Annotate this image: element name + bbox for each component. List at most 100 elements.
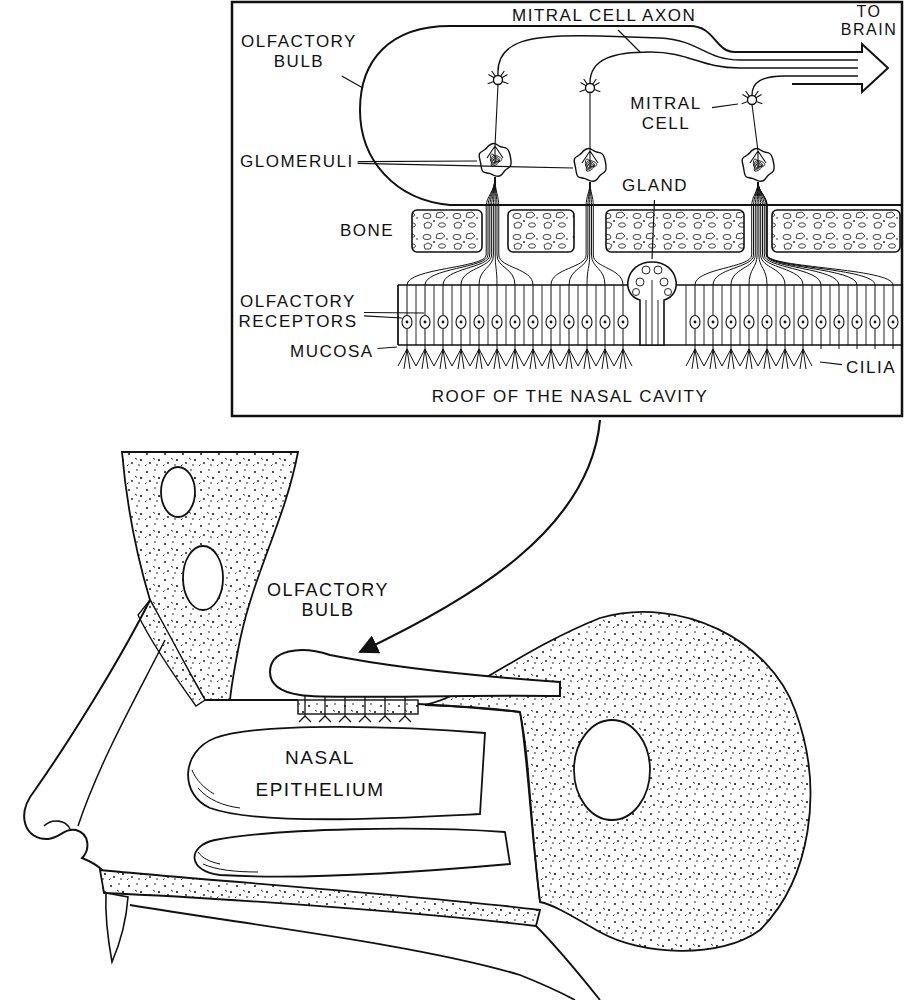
receptor-nucleus xyxy=(762,316,772,329)
receptor-dendrite xyxy=(488,329,506,369)
mitral-soma xyxy=(748,96,757,105)
glomerulus-tangle xyxy=(585,159,597,171)
leader-line xyxy=(820,362,842,365)
pharynx-outline xyxy=(536,926,600,1000)
cavity-roof xyxy=(418,704,520,712)
hard-palate xyxy=(100,870,540,926)
support-cell-wall xyxy=(884,285,885,345)
support-cell-wall xyxy=(488,285,489,345)
receptor-nucleus xyxy=(600,316,610,329)
receptor-dendrite xyxy=(614,329,632,369)
olfactory-nerves xyxy=(299,696,411,722)
receptor-axon xyxy=(731,182,758,315)
bulb-outline xyxy=(360,26,902,205)
receptor-nucleus xyxy=(708,316,718,329)
receptor-nucleus xyxy=(474,316,484,329)
mitral-axon xyxy=(590,52,858,83)
leader-line xyxy=(618,30,640,52)
receptor-dendrite xyxy=(578,329,596,369)
support-cell-wall xyxy=(794,285,795,345)
cribriform-plate xyxy=(298,700,418,714)
glomerulus-tangle xyxy=(490,154,502,166)
zoom-arrow xyxy=(360,420,600,652)
nose-profile xyxy=(24,600,150,893)
support-cell-wall xyxy=(614,285,615,345)
region-label: NASAL EPITHELIUM xyxy=(250,742,390,806)
support-cell-wall xyxy=(524,285,525,345)
receptor-nucleus xyxy=(726,316,736,329)
support-cell-wall xyxy=(506,285,507,345)
receptor-nucleus xyxy=(582,316,592,329)
receptor-axon xyxy=(587,182,590,315)
receptor-nucleus xyxy=(564,316,574,329)
receptor-dendrite xyxy=(821,329,822,349)
cavity-roof xyxy=(205,699,298,701)
axon-label: MITRAL CELL AXON xyxy=(512,6,696,26)
support-cell-wall xyxy=(686,285,687,345)
receptor-dendrite xyxy=(398,329,416,369)
nucleus-dot xyxy=(748,321,751,324)
support-cell-wall xyxy=(434,285,435,345)
receptor-axon xyxy=(569,182,590,315)
receptor-axon xyxy=(749,182,758,315)
mitral-dendrite xyxy=(487,71,508,162)
glomeruli-label: GLOMERULI xyxy=(240,152,354,172)
mitral-dendrite xyxy=(580,79,601,167)
receptor-dendrite xyxy=(893,329,894,349)
nucleus-dot xyxy=(514,321,517,324)
receptor-axon xyxy=(713,182,758,315)
receptor-nucleus xyxy=(834,316,844,329)
inferior-concha xyxy=(195,829,510,877)
receptor-nucleus xyxy=(456,316,466,329)
nucleus-dot xyxy=(442,321,445,324)
receptor-dendrite xyxy=(776,329,794,369)
receptor-dendrite xyxy=(524,329,542,369)
leader-line xyxy=(378,347,397,348)
mitral-soma xyxy=(494,76,503,85)
support-cell-wall xyxy=(776,285,777,345)
nucleus-dot xyxy=(712,321,715,324)
receptor-nucleus xyxy=(618,316,628,329)
leader-line xyxy=(342,76,363,88)
bone-block xyxy=(412,210,482,252)
nucleus-dot xyxy=(586,321,589,324)
inset-cells xyxy=(398,71,902,369)
nucleus-dot xyxy=(730,321,733,324)
inset-caption: ROOF OF THE NASAL CAVITY xyxy=(410,387,730,407)
receptor-dendrite xyxy=(794,329,812,369)
nostril xyxy=(44,821,70,829)
support-cell-wall xyxy=(560,285,561,345)
gland-duct xyxy=(646,280,658,345)
nucleus-dot xyxy=(766,321,769,324)
direction-label: TO BRAIN xyxy=(838,3,900,39)
nucleus-dot xyxy=(604,321,607,324)
nucleus-dot xyxy=(784,321,787,324)
receptor-axon xyxy=(590,182,605,315)
olfactory-bulb xyxy=(270,650,560,697)
receptor-dendrite xyxy=(740,329,758,369)
nucleus-dot xyxy=(892,321,895,324)
receptor-nucleus xyxy=(798,316,808,329)
support-cell-wall xyxy=(596,285,597,345)
support-cell-wall xyxy=(416,285,417,345)
receptor-axon xyxy=(758,182,839,315)
receptor-dendrite xyxy=(686,329,704,369)
support-cell-wall xyxy=(704,285,705,345)
gland-label: GLAND xyxy=(622,176,688,196)
receptor-nucleus xyxy=(420,316,430,329)
nucleus-dot xyxy=(460,321,463,324)
support-cell-wall xyxy=(848,285,849,345)
receptor-nucleus xyxy=(870,316,880,329)
receptor-dendrite xyxy=(596,329,614,369)
support-cell-wall xyxy=(722,285,723,345)
receptor-axon xyxy=(407,177,495,315)
posterior-wall xyxy=(520,712,540,902)
nucleus-dot xyxy=(550,321,553,324)
support-cell-wall xyxy=(758,285,759,345)
bulb-label: OLFACTORY BULB xyxy=(264,580,392,620)
support-cell-wall xyxy=(740,285,741,345)
receptor-dendrite xyxy=(722,329,740,369)
tooth xyxy=(106,893,128,962)
